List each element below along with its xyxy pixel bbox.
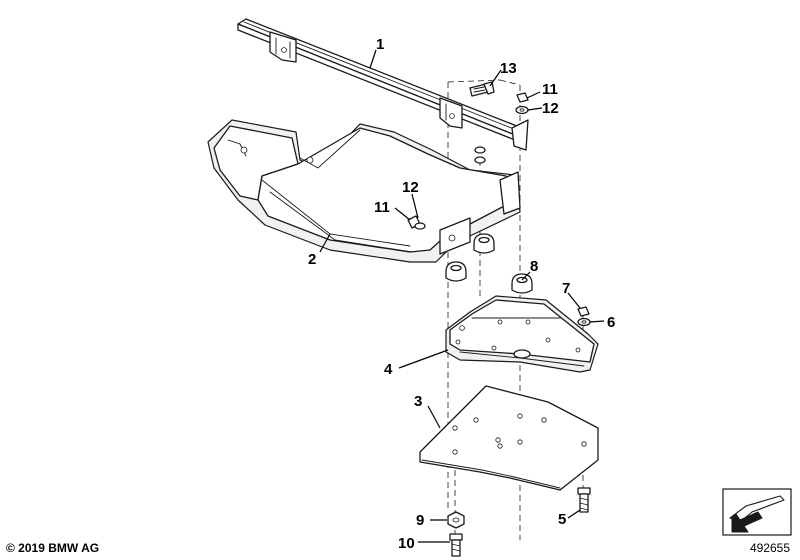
screw-part-10: [449, 533, 463, 557]
callout-10: 10: [398, 535, 415, 552]
callout-5: 5: [558, 511, 566, 528]
bolt-part-13: [469, 81, 495, 97]
nut-washer-middle: [407, 146, 486, 230]
callout-11-middle: 11: [374, 199, 390, 216]
nut-part-9: [447, 511, 465, 529]
callout-3: 3: [414, 393, 422, 410]
nut-washer-upper: [515, 92, 529, 115]
callout-8: 8: [530, 258, 538, 275]
copyright-text: © 2019 BMW AG: [6, 541, 100, 555]
leader-lines: [319, 49, 605, 543]
callout-4: 4: [384, 361, 393, 378]
callouts: 1 13 11 12 12 11 2 8 7 6 4 3 5 9 10: [308, 36, 615, 552]
support-bracket-part: [445, 295, 599, 373]
bookmark-arrow-icon[interactable]: [722, 488, 792, 536]
screw-part-5: [577, 487, 591, 513]
callout-7: 7: [562, 280, 570, 297]
diagram-number: 492655: [749, 541, 790, 555]
cross-member-part: [237, 18, 529, 151]
callout-2: 2: [308, 251, 316, 268]
callout-1: 1: [376, 36, 384, 53]
callout-12-upper: 12: [542, 100, 559, 117]
spoiler-part: [207, 119, 521, 263]
grommets-part-8: [445, 233, 533, 294]
callout-11-upper: 11: [542, 81, 558, 98]
callout-9: 9: [416, 512, 424, 529]
bottom-plate-part: [419, 385, 599, 491]
callout-12-middle: 12: [402, 179, 419, 196]
nut-washer-right: [577, 306, 591, 327]
callout-6: 6: [607, 314, 615, 331]
callout-13: 13: [500, 60, 517, 77]
